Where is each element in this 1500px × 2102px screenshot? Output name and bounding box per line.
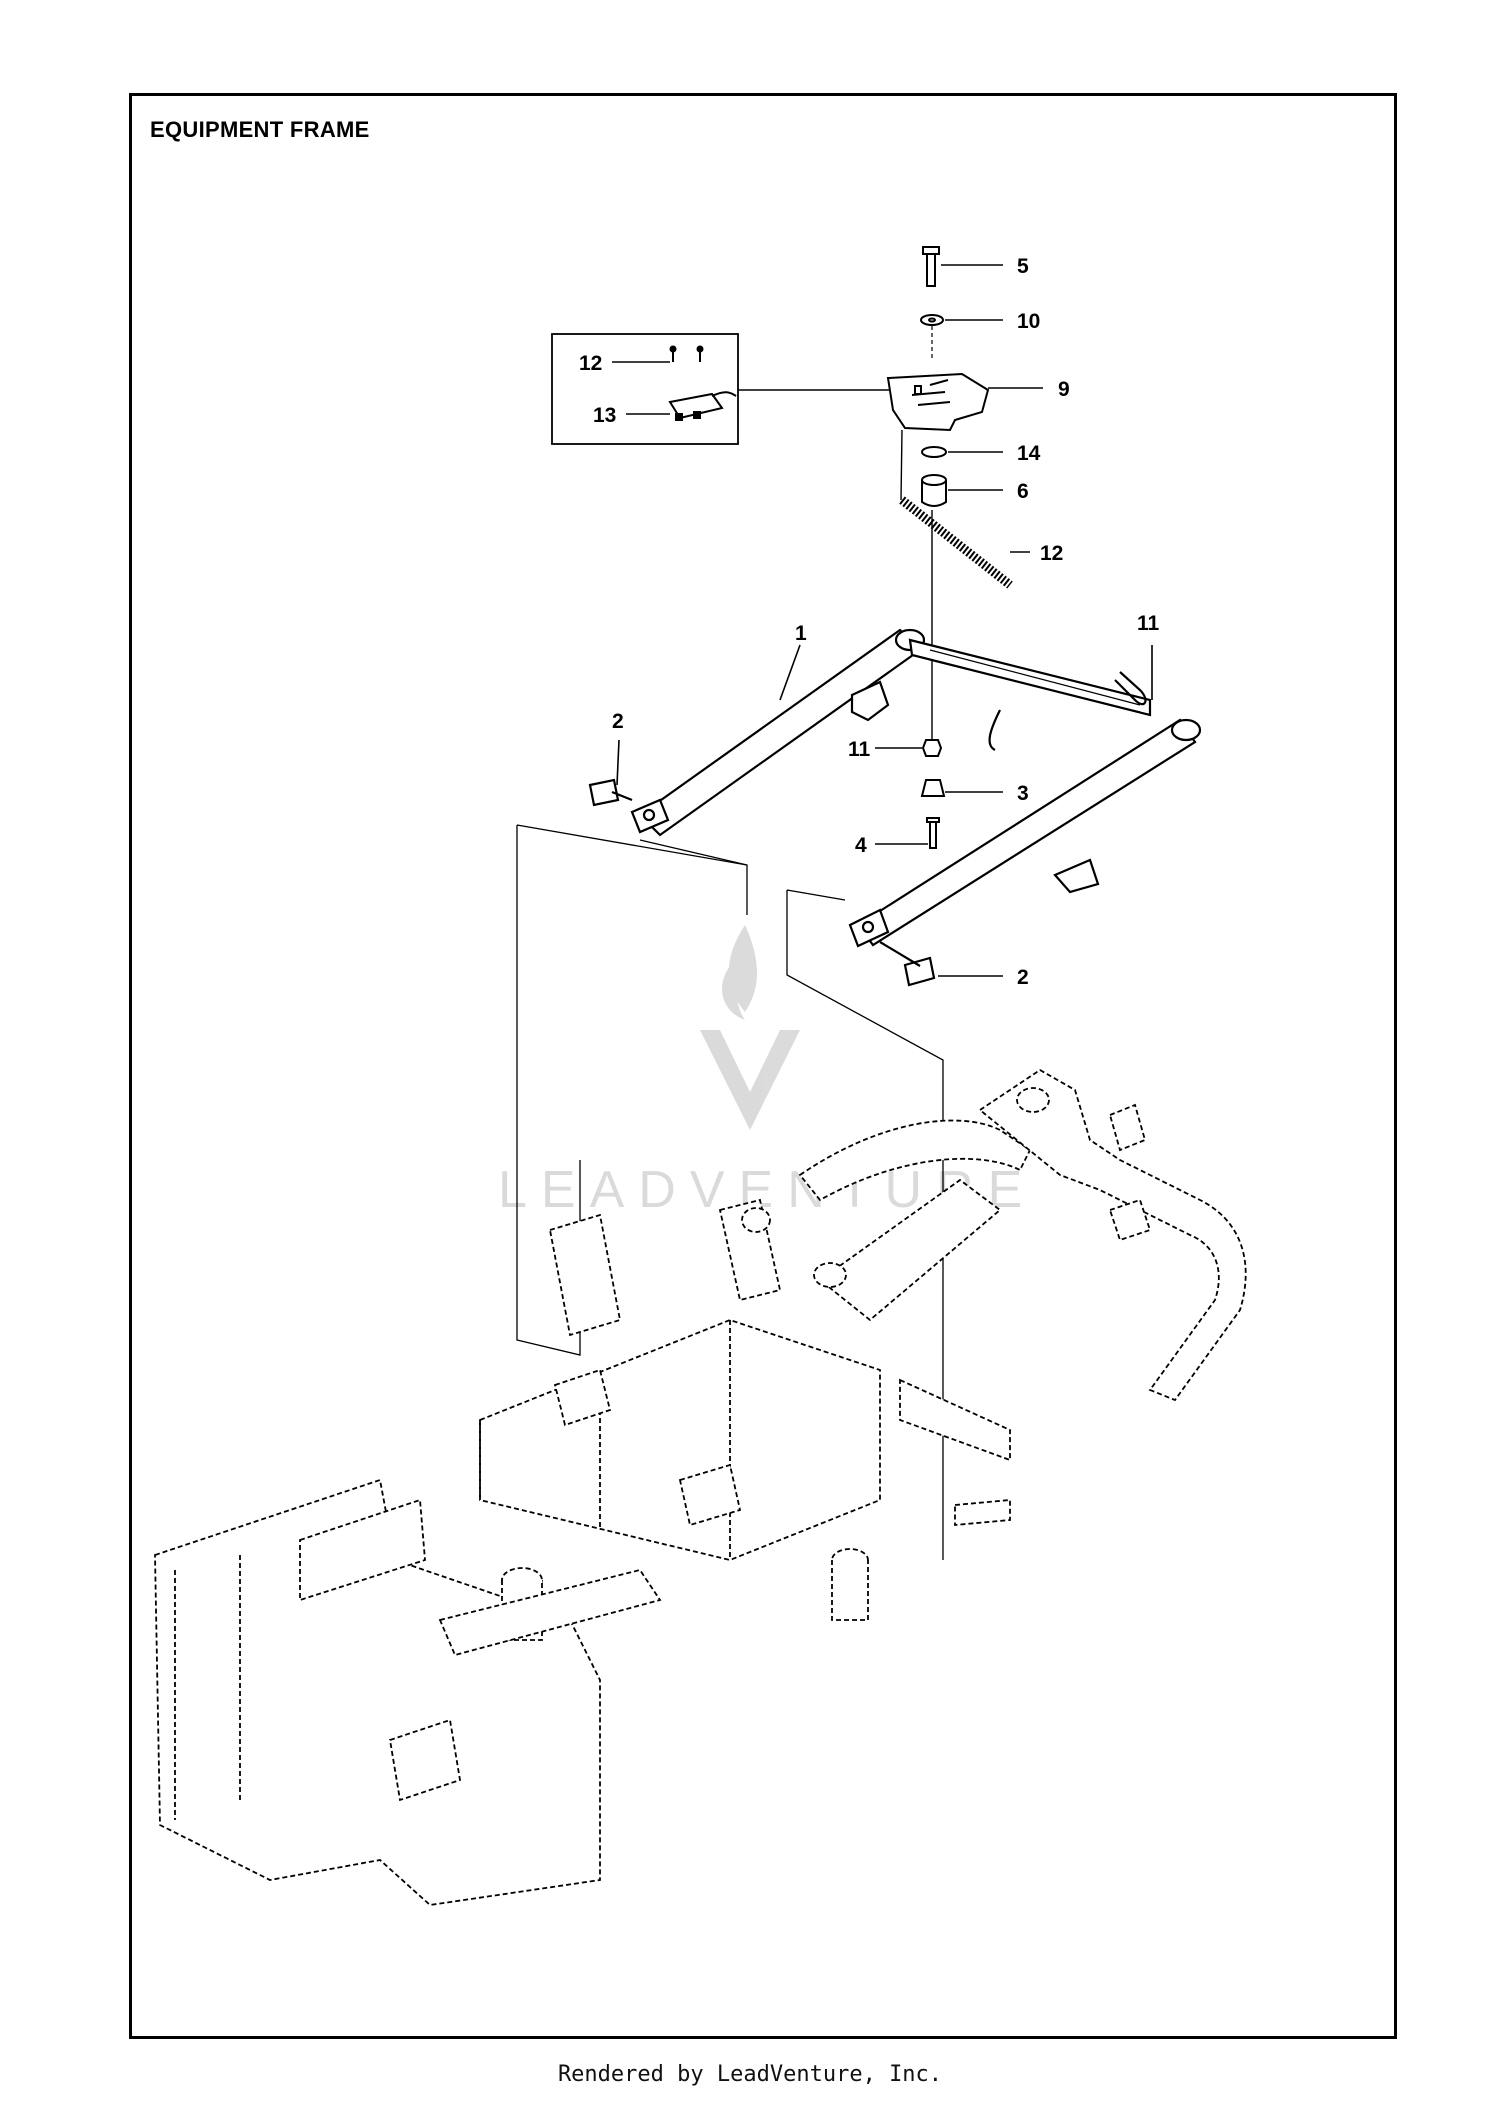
callout-11: 11 [1137, 612, 1160, 635]
callout-2-left: 2 [612, 710, 624, 733]
callout-12: 12 [579, 352, 602, 375]
diagram-frame [129, 93, 1397, 2039]
callout-9: 11 [848, 738, 871, 761]
footer-credit: Rendered by LeadVenture, Inc. [557, 2062, 943, 2087]
diagram-title: EQUIPMENT FRAME [150, 117, 370, 142]
callout-5: 5 [1017, 255, 1029, 278]
leader-lines [612, 264, 1153, 977]
hardware-stack [886, 246, 1013, 849]
callout-8: 10 [1017, 310, 1040, 333]
callout-4: 4 [855, 834, 867, 857]
equipment-frame [154, 1068, 1247, 1906]
callout-13: 13 [593, 404, 616, 427]
callout-7: 9 [1058, 378, 1070, 401]
callout-labels: 5 10 9 14 6 12 11 1 2 11 3 4 2 12 13 [579, 255, 1160, 989]
logo-chevron-icon [700, 1030, 800, 1130]
switch-inset [551, 333, 890, 445]
callout-1: 1 [795, 622, 807, 645]
flame-icon [722, 925, 758, 1020]
callout-3: 3 [1017, 782, 1029, 805]
seat-bracket-frame [588, 628, 1202, 987]
callout-14: 14 [1017, 442, 1041, 465]
watermark: LEADVENTURE [498, 925, 1022, 1219]
callout-10: 12 [1040, 542, 1063, 565]
callout-6: 6 [1017, 480, 1029, 503]
callout-2-right: 2 [1017, 966, 1029, 989]
